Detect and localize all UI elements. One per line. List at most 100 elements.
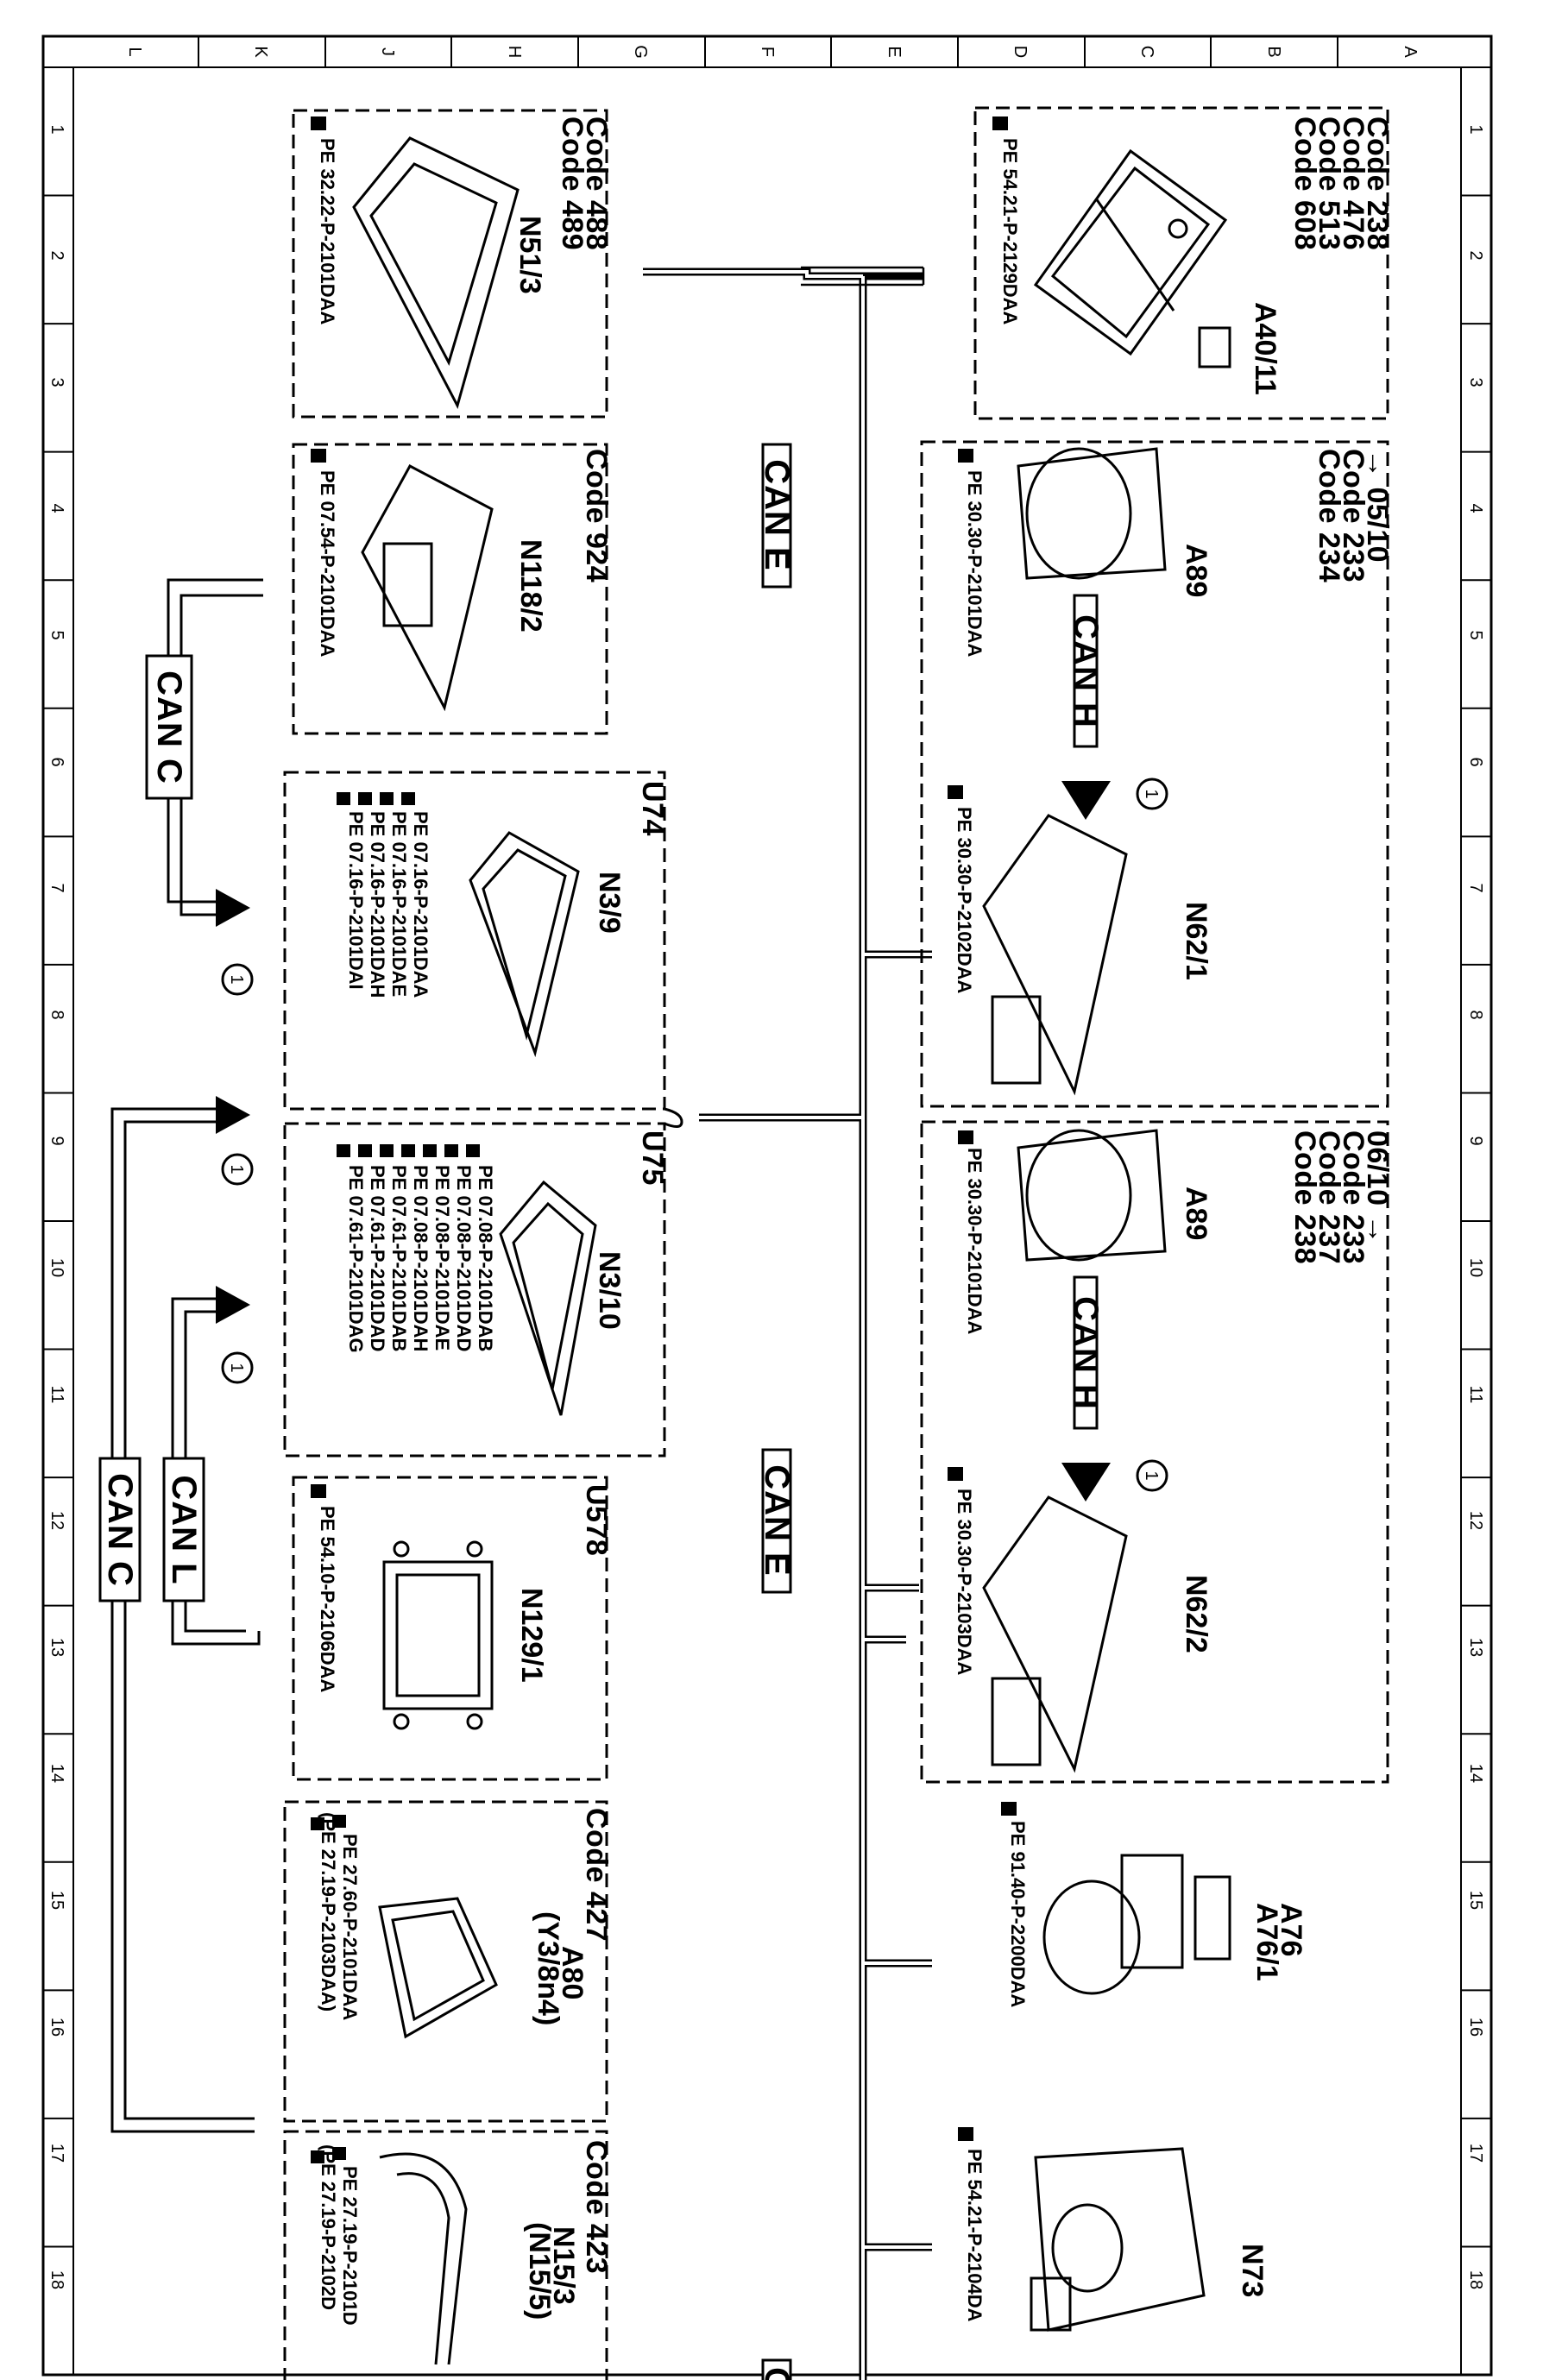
n118-2-component-label: N118/2: [514, 539, 547, 633]
can-c-lower-bus: [110, 1107, 255, 2133]
row-label-right-5: 5: [1466, 630, 1485, 639]
column-ruler: A B C D E F G H J K L: [125, 36, 1420, 67]
a89-late-pe-a: PE 30.30-P-2101DAA: [964, 1148, 986, 1335]
n3-10-tag: U75: [636, 1130, 669, 1186]
a89-late-code-3: Code 237: [1313, 1130, 1345, 1264]
col-label-f: F: [758, 47, 777, 57]
col-label-a: A: [1401, 46, 1420, 58]
a40-11-component-label: A40/11: [1249, 302, 1282, 395]
a89-late-pe-b: PE 30.30-P-2103DAA: [954, 1489, 975, 1676]
pe-hand-icon: [958, 449, 973, 463]
row-label-left-18: 18: [47, 2270, 66, 2289]
n3-10-pe-7: PE 07.61-P-2101DAG: [345, 1165, 367, 1353]
n3-10-pe-6: PE 07.61-P-2101DAD: [367, 1165, 388, 1351]
row-label-right-14: 14: [1466, 1764, 1485, 1783]
n3-9-component-label: N3/9: [593, 872, 626, 934]
row-label-right-12: 12: [1466, 1511, 1485, 1530]
row-label-left-8: 8: [47, 1010, 66, 1019]
box-a40-11: Code 238 Code 476 Code 513 Code 608 A40/…: [973, 106, 1394, 420]
n51-3-code-2: Code 489: [556, 116, 589, 250]
n73-pe-ref: PE 54.21-P-2104DA: [964, 2149, 986, 2322]
n129-1-tag: U578: [580, 1484, 613, 1556]
can-c-label-upper: CAN C: [145, 654, 193, 800]
pe-hand-icon: [311, 116, 326, 130]
row-label-right-10: 10: [1466, 1258, 1485, 1277]
row-label-left-15: 15: [47, 1891, 66, 1910]
n3-9-tag: U74: [636, 781, 669, 836]
n129-1-component-label: N129/1: [515, 1588, 548, 1683]
can-l-label: CAN L: [162, 1457, 205, 1602]
n15-3-component-label: N15/3: [547, 2226, 580, 2305]
control-unit-icon: [982, 1495, 1128, 1773]
can-h-label-text-early: CAN H: [1067, 614, 1105, 728]
control-unit-icon: [382, 1540, 494, 1730]
component-n73: N73 PE 54.21-P-2104DA: [958, 2127, 1269, 2332]
arrow-right-icon: [216, 1096, 250, 1134]
pe-hand-icons: [337, 792, 415, 805]
row-label-right-8: 8: [1466, 1010, 1485, 1019]
row-label-left-7: 7: [47, 883, 66, 892]
row-label-left-10: 10: [47, 1258, 66, 1277]
n15-3-code-1: Code 423: [580, 2140, 613, 2274]
a40-11-code-1: Code 238: [1361, 116, 1394, 250]
box-n51-3: Code 488 Code 489 N51/3 PE 32.22-P-2101D…: [292, 109, 613, 419]
a76-label-1: A76: [1275, 1903, 1307, 1956]
control-unit-icon: [352, 136, 520, 410]
col-label-l: L: [125, 47, 144, 56]
row-label-right-2: 2: [1466, 250, 1485, 260]
n3-9-pe-2: PE 07.16-P-2101DAE: [388, 811, 410, 997]
arrow-down-icon: [1061, 1463, 1111, 1502]
transmission-control-icon: [379, 2152, 468, 2365]
row-label-left-3: 3: [47, 377, 66, 387]
can-e-label-text-lower: CAN E: [758, 1464, 796, 1576]
row-label-left-6: 6: [47, 757, 66, 766]
a89-late-component-b: N62/2: [1180, 1575, 1212, 1653]
row-label-left-2: 2: [47, 250, 66, 260]
col-label-d: D: [1011, 46, 1030, 58]
n51-3-component-label: N51/3: [513, 216, 546, 294]
row-label-right-11: 11: [1466, 1386, 1485, 1404]
a40-11-code-2: Code 476: [1337, 116, 1370, 250]
marker-1-circle: [221, 1153, 254, 1186]
n3-9-pe-3: PE 07.16-P-2101DAH: [367, 811, 388, 998]
a89-early-code-1: → 05/10: [1361, 449, 1394, 563]
row-label-right-15: 15: [1466, 1891, 1485, 1910]
col-label-g: G: [631, 45, 650, 59]
a40-11-pe-ref: PE 54.21-P-2129DAA: [999, 138, 1021, 325]
ignition-switch-icon: [1030, 2147, 1206, 2332]
arrow-down-icon: [1061, 781, 1111, 820]
a89-early-pe-a: PE 30.30-P-2101DAA: [964, 470, 986, 658]
box-a80: Code 427 A80 (Y3/8n4) PE 27.60-P-2101DAA…: [283, 1800, 613, 2123]
can-c-label-lower: CAN C: [98, 1457, 142, 1602]
n3-10-pe-1: PE 07.08-P-2101DAB: [475, 1165, 496, 1351]
marker-1-circle: [221, 963, 254, 996]
can-h-label-box-late: [1073, 1275, 1099, 1430]
box-n118-2: Code 924 N118/2 PE 07.54-P-2101DAA: [292, 443, 613, 735]
row-label-right-1: 1: [1466, 124, 1485, 134]
n118-2-code-1: Code 924: [580, 449, 613, 582]
col-label-h: H: [505, 46, 524, 58]
marker-1-text: 1: [227, 1164, 246, 1174]
col-label-k: K: [251, 46, 270, 58]
pe-hand-icon: [948, 1467, 963, 1481]
n15-3-component-sub: (N15/5): [523, 2222, 556, 2320]
gear-selector-icon: [378, 1897, 498, 2039]
row-label-left-17: 17: [47, 2144, 66, 2163]
a80-code-1: Code 427: [580, 1808, 613, 1942]
row-label-left-9: 9: [47, 1136, 66, 1145]
n3-10-pe-5: PE 07.61-P-2101DAB: [388, 1165, 410, 1351]
box-n129-1: U578 N129/1 PE 54.10-P-2106DAA: [292, 1476, 613, 1781]
a80-pe-2: (PE 27.19-P-2103DAA): [318, 1812, 339, 2012]
box-n15-3: Code 423 N15/3 (N15/5) PE 27.19-P-2101D …: [283, 2130, 613, 2380]
a80-pe-1: PE 27.60-P-2101DAA: [339, 1834, 361, 2021]
n3-9-pe-1: PE 07.16-P-2101DAA: [410, 811, 431, 998]
n15-3-pe-2: (PE 27.19-P-2102D: [318, 2144, 339, 2310]
a80-component-label: A80: [556, 1946, 589, 1999]
row-label-right-13: 13: [1466, 1638, 1485, 1657]
n15-3-pe-1: PE 27.19-P-2101D: [339, 2166, 361, 2326]
row-label-left-4: 4: [47, 503, 66, 513]
row-label-right-3: 3: [1466, 377, 1485, 387]
row-label-right-17: 17: [1466, 2144, 1485, 2163]
component-a76: A76 A76/1 PE 91.40-P-2200DAA: [1001, 1802, 1307, 2008]
